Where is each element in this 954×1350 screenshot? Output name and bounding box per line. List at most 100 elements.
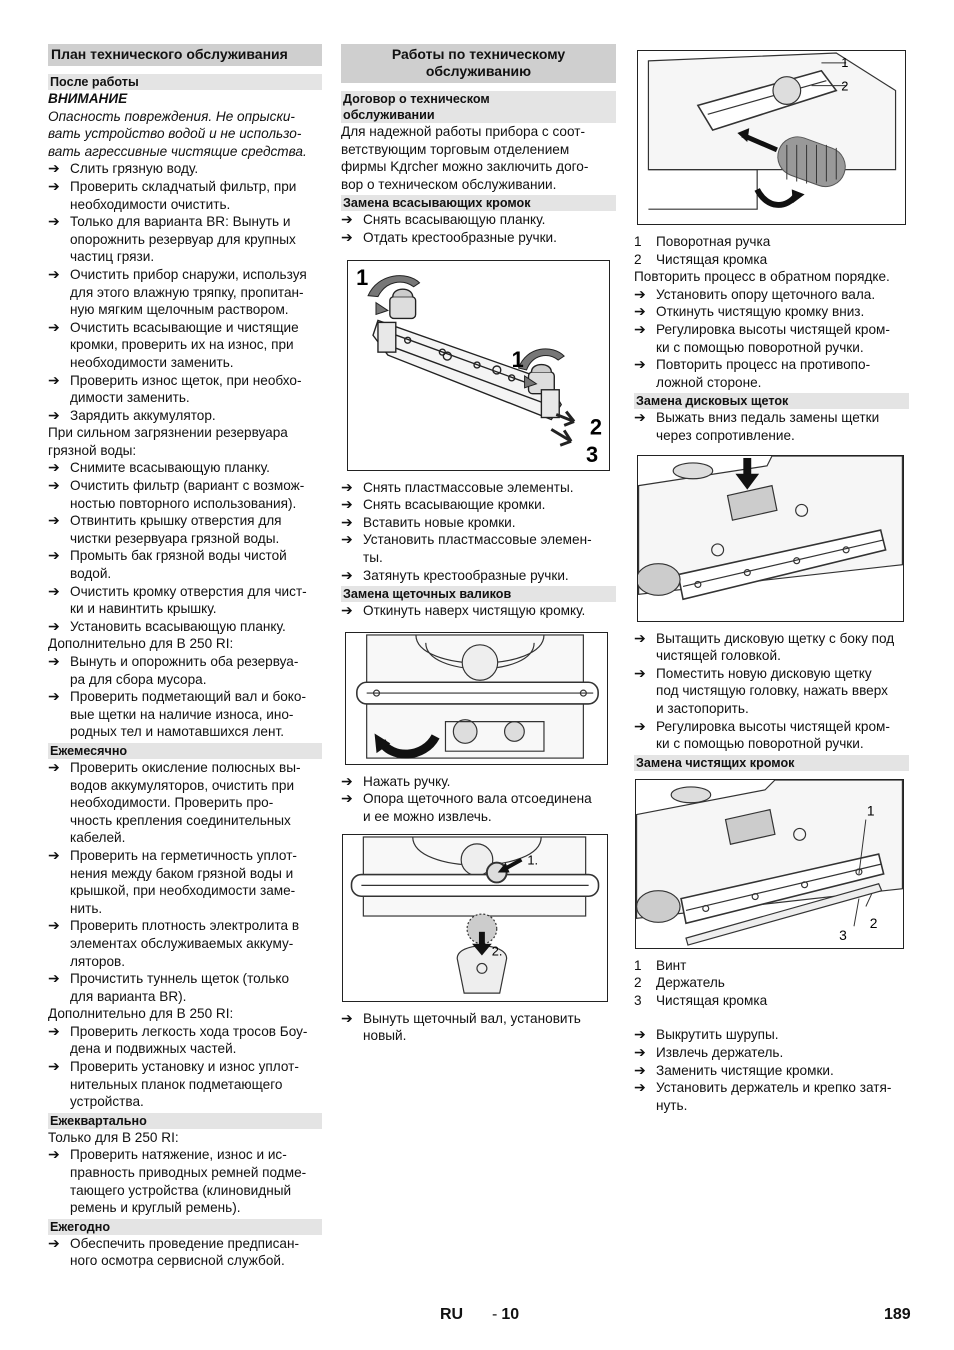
list-item: ➔ Регулировка высоты чистящей кром-ки с п… (634, 718, 909, 753)
text-line: Откинуть чистящую кромку вниз. (656, 304, 865, 320)
arrow-icon: ➔ (48, 177, 60, 194)
contract-text: Для надежной работы прибора с соот-ветст… (341, 123, 616, 193)
arrow-icon: ➔ (48, 406, 60, 423)
arrow-icon: ➔ (48, 477, 60, 494)
text-line: чистки резервуара грязной воды. (70, 530, 280, 546)
figure-label: 3 (839, 927, 847, 943)
legend-text: Чистящая кромка (656, 251, 768, 267)
text-line: необходимости заменить. (70, 354, 234, 370)
arrow-icon: ➔ (634, 629, 646, 646)
after-work-list: ➔Слить грязную воду.➔Проверить складчаты… (48, 160, 322, 424)
text-line: Очистить прибор снаружи, используя (70, 266, 307, 282)
extra-b250-text: Дополнительно для B 250 RI: (48, 636, 234, 652)
rollers-list-2: ➔Нажать ручку.➔Опора щеточного вала отсо… (341, 773, 616, 826)
section-title-maintenance-plan: План технического обслуживания (48, 44, 322, 66)
text-line: чность крепления соединительных (70, 812, 291, 828)
legend-1: 1 Поворотная ручка 2 Чистящая кромка (634, 233, 909, 268)
list-item: ➔Установить пластмассовые элемен-ты. (341, 531, 616, 566)
text-line: Очистить фильтр (вариант с возмож- (70, 478, 305, 494)
text-line: ного осмотра сервисной службой. (70, 1253, 285, 1269)
text-line: для этого влажную тряпку, пропитан- (70, 284, 304, 300)
text-line: для варианта BR). (70, 988, 187, 1004)
blades-list: ➔Выкрутить шурупы.➔Извлечь держатель.➔За… (634, 1026, 909, 1114)
text-line: Проверить складчатый фильтр, при (70, 178, 297, 194)
text-line: Договор о техническом (343, 92, 490, 106)
list-item: ➔Снять всасывающую планку. (341, 211, 616, 229)
arrow-icon: ➔ (48, 970, 60, 987)
list-item: ➔Слить грязную воду. (48, 160, 322, 178)
text-line: Вынуть и опорожнить оба резервуа- (70, 654, 299, 669)
text-line: При сильном загрязнении резервуара (48, 425, 288, 441)
arrow-icon: ➔ (634, 356, 646, 373)
text-line: ремень и круглый ремень). (70, 1200, 241, 1216)
list-item: ➔Снять всасывающие кромки. (341, 496, 616, 514)
arrow-icon: ➔ (341, 228, 353, 245)
legend-text: Поворотная ручка (656, 234, 771, 249)
list-item: ➔Заменить чистящие кромки. (634, 1062, 909, 1080)
arrow-icon: ➔ (634, 664, 646, 681)
text-line: тающего устройства (клиновидный (70, 1182, 292, 1198)
legend-number: 2 (634, 251, 642, 267)
text-line: и застопорить. (656, 700, 749, 716)
list-item: ➔Проверить натяжение, износ и ис-правнос… (48, 1146, 322, 1216)
text-line: Прочистить туннель щеток (только (70, 971, 290, 987)
monthly-extra-text: Дополнительно для B 250 RI: (48, 1006, 234, 1022)
page-number: 189 (884, 1306, 911, 1323)
page-footer: RU -10 189 (0, 1306, 954, 1330)
text-line: Регулировка высоты чистящей кром- (656, 718, 890, 734)
yearly-list: ➔Обеспечить проведение предписан-ного ос… (48, 1235, 322, 1270)
legend-item: 2 Чистящая кромка (634, 251, 909, 269)
text-line: опорожнить резервуар для крупных (70, 231, 296, 247)
arrow-icon: ➔ (634, 717, 646, 734)
arrow-icon: ➔ (48, 459, 60, 476)
list-item: ➔Выкрутить шурупы. (634, 1026, 909, 1044)
list-item: ➔Проверить на герметичность уплот-нения … (48, 847, 322, 917)
text-line: Вставить новые кромки. (363, 514, 516, 530)
disc-brush-illustration (638, 455, 903, 600)
text-line: нуть. (656, 1097, 688, 1113)
text-line: ра для сбора мусора. (70, 671, 207, 687)
text-line: Обеспечить проведение предписан- (70, 1235, 299, 1251)
text-line: нить. (70, 900, 103, 916)
text-line: вать устройство водой и не использо- (48, 126, 302, 142)
cleaning-blade-illustration: 1 2 3 (636, 779, 903, 946)
text-line: Откинуть наверх чистящую кромку. (363, 603, 586, 619)
arrow-icon: ➔ (341, 602, 353, 619)
text-line: водов аккумуляторов, очистить при (70, 777, 295, 793)
text-line: ки с помощью поворотной ручки. (656, 736, 864, 752)
list-item: ➔Проверить установку и износ уплот-нител… (48, 1058, 322, 1111)
figure-label: 1 (841, 55, 848, 70)
list-item: ➔Извлечь держатель. (634, 1044, 909, 1062)
list-item: ➔Снять пластмассовые элементы. (341, 479, 616, 497)
text-line: Снимите всасывающую планку. (70, 460, 270, 476)
list-item: ➔ Вставить новые кромки. (341, 514, 616, 532)
heading-yearly: Ежегодно (48, 1218, 322, 1235)
warning-text: Опасность повреждения. Не опрыски-вать у… (48, 108, 322, 161)
arrow-icon: ➔ (48, 1022, 60, 1039)
text-line: Установить держатель и крепко затя- (656, 1080, 892, 1096)
arrow-icon: ➔ (341, 531, 353, 548)
text-line: обслуживанию (425, 63, 532, 79)
text-line: частиц грязи. (70, 249, 155, 265)
text-line: водой. (70, 566, 112, 582)
text-line: Поместить новую дисковую щетку (656, 665, 872, 681)
legend-number: 1 (634, 957, 642, 973)
arrow-icon: ➔ (48, 917, 60, 934)
text-line: и ее можно извлечь. (363, 808, 492, 824)
footer-subpage-number: 10 (501, 1306, 520, 1323)
arrow-icon: ➔ (341, 513, 353, 530)
text-line: нения между баком грязной воды и (70, 865, 294, 881)
arrow-icon: ➔ (341, 790, 353, 807)
figure-label: 1. (527, 852, 538, 867)
legend-number: 1 (634, 234, 642, 249)
text-line: кабелей. (70, 830, 126, 846)
list-item: ➔ Откинуть наверх чистящую кромку. (341, 602, 616, 620)
text-line: новый. (363, 1028, 407, 1044)
